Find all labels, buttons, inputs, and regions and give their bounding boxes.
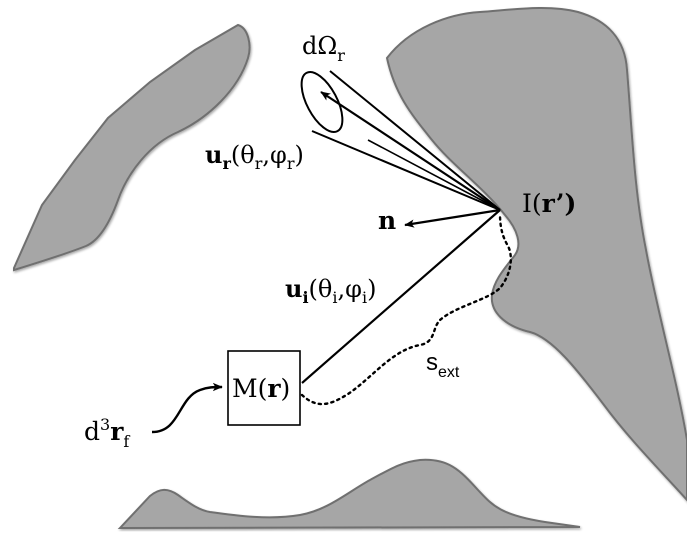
solid-angle-label: dΩr [302,32,345,65]
s-ext-label: sext [426,349,460,381]
u-i-label: ui(θi,φi) [285,274,376,307]
volume-element-label: d3rf [84,415,130,451]
obstacle-right-wall [385,6,687,502]
cone-edge-bottom [311,130,501,211]
obstacle-bottom-ridge [117,458,581,530]
extinction-path [300,212,512,406]
u-i-direction-line [301,209,501,384]
cone-edge-middle [367,139,501,211]
normal-arrow [404,208,501,228]
cone-edge-top [329,70,501,211]
solid-angle-cone [300,70,501,211]
u-r-label: ur(θr,φr) [205,140,304,173]
volume-element-arrow [151,382,223,434]
u-r-direction-arrow [320,91,501,211]
obstacles [13,6,687,530]
intensity-label: I(r’) [522,189,576,218]
solid-angle-ellipse [300,71,344,133]
obstacle-top-left [13,23,251,272]
normal-label: n [378,206,396,235]
medium-point-box [227,350,301,426]
medium-point-label: M(r) [232,374,290,403]
